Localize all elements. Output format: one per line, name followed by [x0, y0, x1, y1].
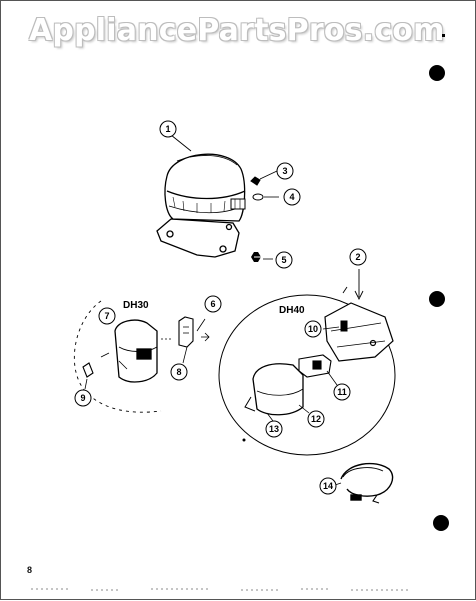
- relay-part[interactable]: [298, 354, 338, 386]
- washer-part[interactable]: [252, 193, 279, 201]
- dh40-label: DH40: [279, 305, 305, 316]
- binder-hole-middle: [429, 291, 445, 307]
- callout-2-label: 2: [355, 252, 360, 262]
- callout-1: 1: [159, 120, 177, 138]
- dh30-assembly: [73, 300, 210, 413]
- overload-cover-part[interactable]: [244, 363, 310, 422]
- callout-7: 7: [98, 307, 116, 325]
- dh40-assembly: [218, 269, 396, 456]
- callout-11-label: 11: [337, 387, 347, 397]
- callout-4-label: 4: [289, 192, 294, 202]
- callout-5-label: 5: [281, 255, 286, 265]
- binder-hole-bottom: [433, 515, 449, 531]
- watermark-logo: AppliancePartsPros.com: [29, 13, 445, 48]
- overload-clip-part[interactable]: [250, 170, 278, 186]
- callout-1-label: 1: [165, 124, 170, 134]
- relay-cover-part[interactable]: [114, 319, 158, 383]
- callout-9-label: 9: [80, 393, 85, 403]
- callout-14-label: 14: [323, 481, 333, 491]
- callout-3-label: 3: [282, 166, 287, 176]
- callout-10-label: 10: [308, 324, 318, 334]
- corner-mark: [442, 34, 445, 37]
- callout-13-label: 13: [269, 424, 279, 434]
- callout-7-label: 7: [104, 311, 109, 321]
- callout-14: 14: [319, 477, 337, 495]
- page-number: 8: [27, 565, 33, 575]
- compressor-part[interactable]: [156, 134, 246, 258]
- callout-2: 2: [349, 248, 367, 266]
- callout-6-label: 6: [210, 299, 215, 309]
- binder-hole-top: [429, 65, 445, 81]
- power-cord-part[interactable]: [334, 462, 394, 504]
- callout-8: 8: [170, 363, 188, 381]
- dh30-label: DH30: [123, 300, 149, 311]
- callout-3: 3: [276, 162, 294, 180]
- mounting-bracket-part[interactable]: [324, 269, 394, 362]
- callout-13: 13: [265, 420, 283, 438]
- retainer-clip-part[interactable]: [82, 362, 94, 390]
- callout-12: 12: [307, 410, 325, 428]
- callout-12-label: 12: [311, 414, 321, 424]
- screw-part[interactable]: [322, 320, 348, 332]
- start-relay-part[interactable]: [178, 316, 206, 364]
- callout-4: 4: [283, 188, 301, 206]
- callout-6: 6: [204, 295, 222, 313]
- callout-10: 10: [304, 320, 322, 338]
- callout-5: 5: [275, 251, 293, 269]
- callout-11: 11: [333, 383, 351, 401]
- grommet-part[interactable]: [251, 252, 273, 262]
- callout-9: 9: [74, 389, 92, 407]
- callout-8-label: 8: [176, 367, 181, 377]
